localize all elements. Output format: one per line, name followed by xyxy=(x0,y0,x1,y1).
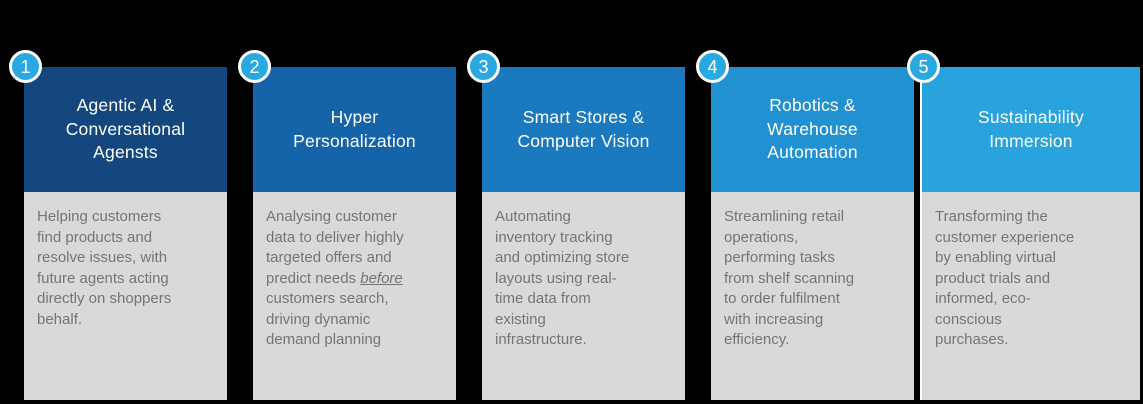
card-header: Hyper Personalization xyxy=(253,67,456,192)
card-body: Helping customers find products and reso… xyxy=(24,192,227,400)
card-description: Helping customers find products and reso… xyxy=(37,208,172,328)
card-title: Sustainability Immersion xyxy=(978,106,1084,151)
step-number: 2 xyxy=(249,56,260,77)
trend-card: 1 Agentic AI & Conversational Agensts He… xyxy=(9,50,227,400)
card-body: Transforming the customer experience by … xyxy=(922,192,1140,400)
step-number-badge: 5 xyxy=(907,50,940,83)
trend-card: 4 Robotics & Warehouse Automation Stream… xyxy=(696,50,914,400)
card-description: Transforming the customer experience by … xyxy=(935,208,1075,349)
card-title: Robotics & Warehouse Automation xyxy=(767,95,858,163)
step-number: 1 xyxy=(20,56,31,77)
card-title: Hyper Personalization xyxy=(293,106,416,151)
trend-card: 3 Smart Stores & Computer Vision Automat… xyxy=(467,50,685,400)
trend-card: 5 Sustainability Immersion Transforming … xyxy=(907,50,1140,400)
step-number-badge: 4 xyxy=(696,50,729,83)
card-header: Agentic AI & Conversational Agensts xyxy=(24,67,227,192)
step-number: 4 xyxy=(707,56,718,77)
trend-card: 2 Hyper Personalization Analysing custom… xyxy=(238,50,456,400)
step-number: 3 xyxy=(478,56,489,77)
card-description: Analysing customer data to deliver highl… xyxy=(266,208,404,349)
card-header: Sustainability Immersion xyxy=(922,67,1140,192)
step-number: 5 xyxy=(918,56,929,77)
step-number-badge: 1 xyxy=(9,50,42,83)
card-header: Smart Stores & Computer Vision xyxy=(482,67,685,192)
card-body: Automating inventory tracking and optimi… xyxy=(482,192,685,400)
card-description: Streamlining retail operations, performi… xyxy=(724,208,855,349)
card-body: Streamlining retail operations, performi… xyxy=(711,192,914,400)
card-header: Robotics & Warehouse Automation xyxy=(711,67,914,192)
card-title: Smart Stores & Computer Vision xyxy=(517,106,650,151)
card-body: Analysing customer data to deliver highl… xyxy=(253,192,456,400)
card-title: Agentic AI & Conversational Agensts xyxy=(65,95,186,163)
emphasized-word: before xyxy=(360,269,403,287)
step-number-badge: 2 xyxy=(238,50,271,83)
card-description: Automating inventory tracking and optimi… xyxy=(495,208,630,349)
step-number-badge: 3 xyxy=(467,50,500,83)
